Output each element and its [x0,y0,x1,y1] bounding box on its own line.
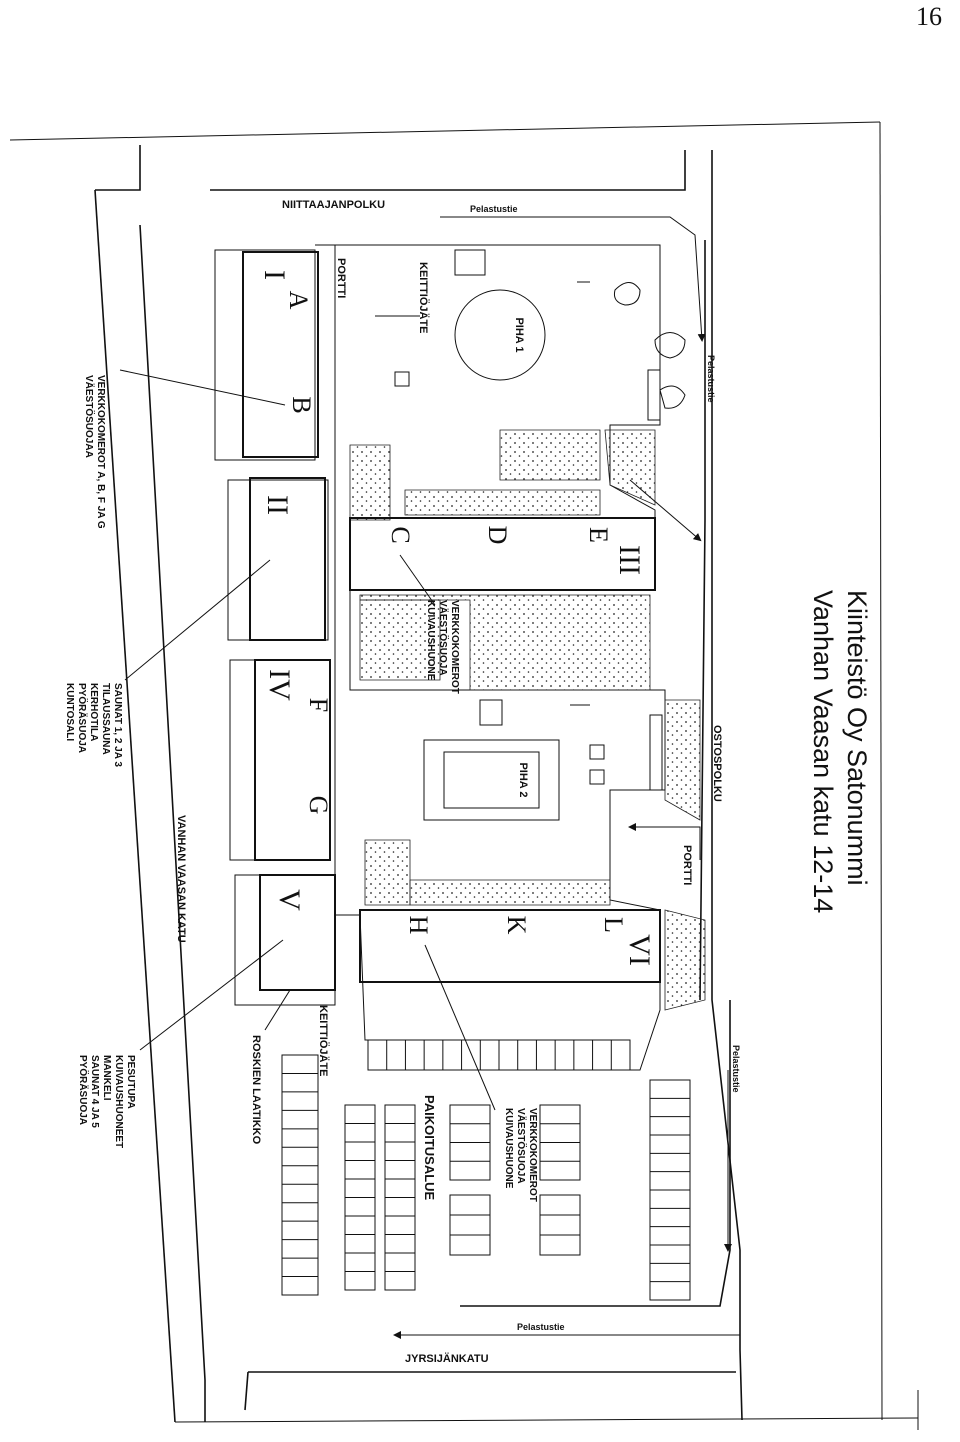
stairwell-B: B [287,396,316,413]
note-saunas-line4: PYÖRÄSUOJA [76,683,89,753]
note-saunas-123: SAUNAT 1, 2 JA 3 TILAUSSAUNA KERHOTILA P… [64,683,123,767]
building-VI: VI [359,909,661,983]
parking-row [281,1054,319,1296]
parking-stalls [281,1039,691,1301]
stairwell-G: G [304,796,333,815]
street-right: OSTOSPOLKU [711,725,723,802]
note-laundry-line5: PYÖRÄSUOJA [77,1055,90,1125]
parking-row [539,1194,581,1256]
kitchen-waste-label-top: KEITTIÖJÄTE [417,262,430,334]
stairwell-C: C [386,526,415,543]
page-number: 16 [916,2,942,31]
building-II-label: II [261,495,294,515]
building-V-label: V [273,889,306,911]
site-features [375,249,686,791]
rescue-route-label-right-top: Pelastustie [706,355,716,403]
parking-label: PAIKOITUSALUE [422,1095,437,1201]
street-bottom: JYRSIJÄNKATU [405,1352,489,1365]
stairwell-L: L [599,917,628,933]
drawing-border [9,121,919,1430]
stairwell-E: E [584,527,613,543]
building-II: II [227,477,329,641]
note-laundry-line2: KUIVAUSHUONEET [113,1055,124,1148]
note-laundry: PESUTUPA KUIVAUSHUONEET MANKELI SAUNAT 4… [77,1055,136,1148]
leader-lines [119,369,496,1111]
building-V: V [234,874,336,1006]
building-III: III [349,517,656,591]
building-I-label: I [258,270,291,280]
waste-shelter-label: ROSKIEN LAATIKKO [250,1035,262,1145]
courtyard-2: PIHA 2 [423,739,560,821]
street-top: NIITTAAJANPOLKU [282,199,385,211]
title-line1: Kiinteistö Oy Satonummi [842,590,872,886]
note-saunas-line3: KERHOTILA [88,683,99,741]
note-saunas-line2: TILAUSSAUNA [100,683,111,755]
note-laundry-line3: MANKELI [101,1055,112,1101]
building-III-label: III [613,545,646,575]
building-I: I [214,249,319,461]
street-outlines [94,145,743,1423]
stairwell-H: H [404,916,433,935]
note-laundry-line1: PESUTUPA [125,1055,136,1109]
building-IV-label: IV [263,669,296,701]
note-ab-fg: VERKKOKOMEROT A, B, F JA G VÄESTÖSUOJAA [83,375,106,529]
stairwell-D: D [483,526,512,545]
rescue-route-label-right-bottom: Pelastustie [731,1045,741,1093]
courtyard-1-label: PIHA 1 [513,317,525,352]
note-ab-fg-line2: VÄESTÖSUOJAA [83,375,96,458]
note-vi-line2: VÄESTÖSUOJA [515,1108,528,1184]
rescue-route-label-bottom: Pelastustie [517,1322,565,1332]
note-iii-storage: VERKKOKOMEROT VÄESTÖSUOJA KUIVAUSHUONE [425,600,460,694]
gate-label-right: PORTTI [681,845,693,885]
stairwell-K: K [502,916,531,935]
courtyard-1: PIHA 1 [454,289,546,381]
gate-label-top: PORTTI [335,258,347,298]
rescue-route-label-top: Pelastustie [470,204,518,214]
note-iii-line1: VERKKOKOMEROT [449,600,460,694]
street-left: VANHAN VAASAN KATU [175,815,187,943]
note-vi-line3: KUIVAUSHUONE [503,1108,514,1189]
note-vi-line1: VERKKOKOMEROT [527,1108,538,1202]
note-ab-fg-line1: VERKKOKOMEROT A, B, F JA G [95,375,106,529]
planting-areas [349,429,706,1011]
kitchen-waste-label-bottom: KEITTIÖJÄTE [317,1005,330,1077]
parking-row [449,1194,491,1256]
title-line2: Vanhan Vaasan katu 12-14 [808,590,838,913]
courtyard-2-label: PIHA 2 [517,762,529,797]
building-VI-label: VI [623,934,656,966]
note-vi-storage: VERKKOKOMEROT VÄESTÖSUOJA KUIVAUSHUONE [503,1108,538,1202]
stairwell-F: F [304,698,333,712]
note-iii-line2: VÄESTÖSUOJA [437,600,450,676]
note-saunas-line5: KUNTOSALI [64,683,75,741]
stairwell-labels: A B C D E F G H K L [284,291,628,935]
stairwell-A: A [284,291,313,310]
note-laundry-line4: SAUNAT 4 JA 5 [89,1055,100,1128]
building-IV: IV [229,659,331,861]
note-iii-line3: KUIVAUSHUONE [425,600,436,681]
note-saunas-line1: SAUNAT 1, 2 JA 3 [112,683,123,767]
